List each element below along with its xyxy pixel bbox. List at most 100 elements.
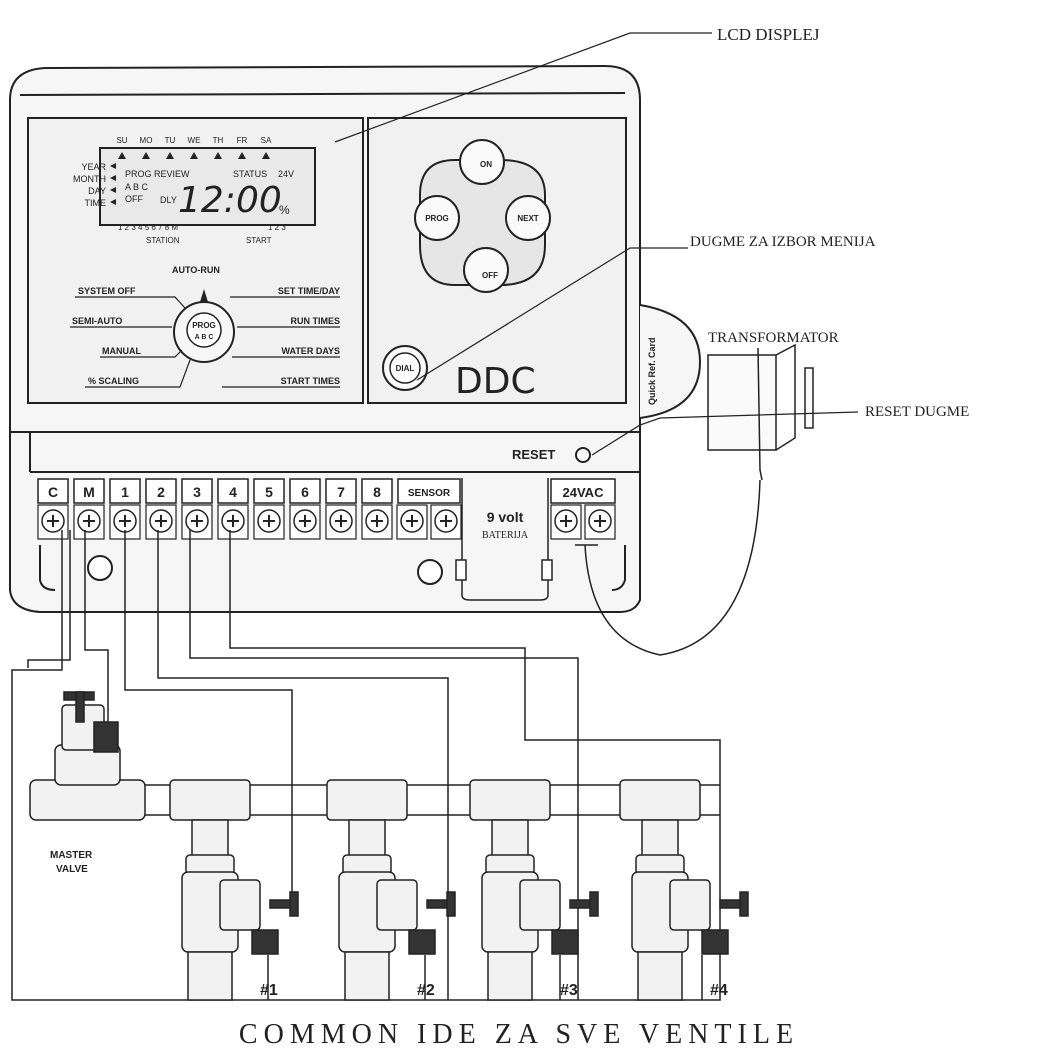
zone-valve-4 [619,779,749,1001]
terminal-label-6: 6 [301,484,309,500]
screw-slot [227,515,239,527]
brand-logo: DDC [455,361,536,402]
battery-bay: 9 volt BATERIJA [455,478,553,601]
terminal-1 [109,478,141,504]
terminal-label-8: 8 [373,484,381,500]
screw-slot [263,515,275,527]
vac-terminal: 24VAC [550,478,616,504]
mounting-hole-right [417,559,443,585]
battery-volt: 9 volt [487,509,524,525]
zone-valve-3 [469,779,599,1001]
lcd-day-arrow [262,152,270,159]
menu-dial-label: DIAL [396,364,415,373]
lcd-day-arrow [118,152,126,159]
lcd-percent: % [279,203,290,217]
lcd-day-arrow [214,152,222,159]
screw-slot [335,515,347,527]
common-wire-caption: COMMON IDE ZA SVE VENTILE [239,1019,799,1050]
terminal-m [73,478,105,504]
master-valve-label: MASTER [50,850,93,861]
lcd-prog-review: PROG REVIEW [125,169,190,179]
dial-center-label: PROG [192,321,216,330]
button-cluster [419,159,546,286]
screw-slot [83,515,95,527]
lcd-day-arrow [166,152,174,159]
terminal-label-3: 3 [193,484,201,500]
zone-valve-label: #1 [260,982,278,999]
terminal-c [37,478,69,504]
quick-ref-card[interactable]: Quick Ref. Card [639,304,702,419]
on-button[interactable] [459,139,505,185]
lcd-day-sa: SA [261,136,272,145]
vac-label: 24VAC [563,485,605,500]
lcd-day-su: SU [116,136,127,145]
screw-slot [119,515,131,527]
terminal-label-5: 5 [265,484,273,500]
lcd-day-tu: TU [165,136,176,145]
lcd-day-mo: MO [140,136,153,145]
dial-menu: AUTO-RUN PROG A B C SYSTEM OFF SEMI-AUTO M… [70,265,340,388]
dial-mode-set-time-day: SET TIME/DAY [278,286,340,296]
off-button[interactable] [463,247,509,293]
terminal-3 [181,478,213,504]
terminal-7 [325,478,357,504]
reset-button[interactable] [575,447,591,463]
lcd-day-arrow [238,152,246,159]
transformer [575,343,814,656]
lcd-label-arrow [110,175,116,181]
terminal-label-7: 7 [337,484,345,500]
dial-mode-system-off: SYSTEM OFF [78,286,136,296]
off-button-label: OFF [482,271,498,280]
quick-ref-card-label: Quick Ref. Card [647,337,657,405]
lcd-time: 12:00 [178,180,282,221]
on-button-label: ON [480,160,492,169]
lcd-label-arrow [110,163,116,169]
lcd-day-arrow [142,152,150,159]
screw-slot [594,515,606,527]
screw-slot [406,515,418,527]
dial-mode--scaling: % SCALING [88,376,139,386]
dial-mode-manual: MANUAL [102,346,141,356]
terminal-label-2: 2 [157,484,165,500]
lcd-dly: DLY [160,195,177,205]
terminal-6 [289,478,321,504]
lcd-off: OFF [125,194,143,204]
lcd-day-fr: FR [237,136,248,145]
lcd-station-numbers: 1 2 3 4 5 6 7 8 M [118,223,178,232]
zone-valve-label: #2 [417,982,435,999]
screw-slot [191,515,203,527]
screw-slot [155,515,167,527]
lcd-start-numbers: 1 2 3 [268,223,286,232]
lcd-abc: A B C [125,182,149,192]
master-valve [29,691,146,821]
dial-center-sub: A B C [195,334,214,341]
prog-button[interactable] [414,195,460,241]
sensor-label: SENSOR [408,488,451,499]
terminal-label-c: C [48,484,58,500]
lcd-label-year: YEAR [81,162,106,172]
auto-run-label: AUTO-RUN [172,265,220,275]
dial-mode-water-days: WATER DAYS [281,346,340,356]
zone-valve-2 [326,779,456,1001]
terminal-5 [253,478,285,504]
lcd-label-time: TIME [85,198,107,208]
next-button[interactable] [505,195,551,241]
lcd-day-th: TH [213,136,224,145]
reset-label: RESET [512,447,555,462]
callout-lcd: LCD DISPLEJ [717,25,820,44]
lcd-day-arrow [190,152,198,159]
screw-slot [560,515,572,527]
terminal-8 [361,478,393,504]
next-button-label: NEXT [517,214,538,223]
screw-slot [371,515,383,527]
lcd-label-arrow [110,199,116,205]
lcd-label-arrow [110,187,116,193]
callout-dial: DUGME ZA IZBOR MENIJA [690,234,876,250]
dial-mode-semi-auto: SEMI-AUTO [72,316,122,326]
zone-valve-label: #4 [710,982,728,999]
zone-valve-label: #3 [560,982,578,999]
terminal-label-m: M [83,484,95,500]
terminal-label-4: 4 [229,484,237,500]
